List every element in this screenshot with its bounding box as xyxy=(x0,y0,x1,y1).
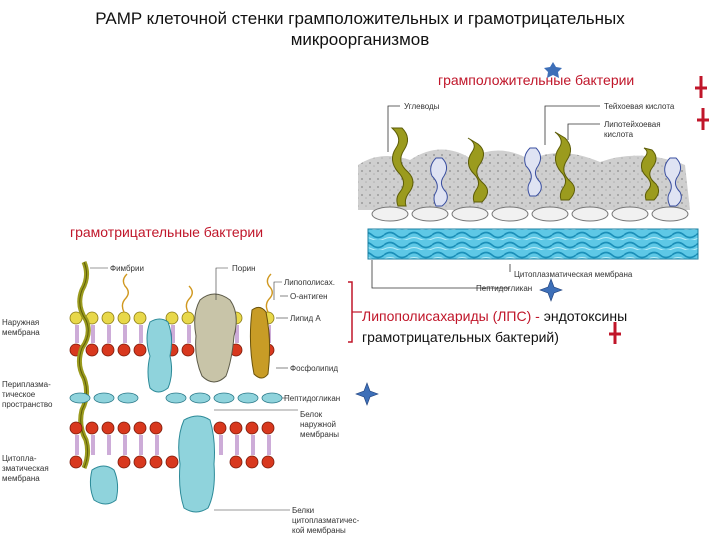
label-outer-protein-3: мембраны xyxy=(300,430,340,439)
lps-note-text-1: эндотоксины xyxy=(539,308,628,324)
teichoic-acid-1 xyxy=(430,157,448,207)
gram-positive-wall xyxy=(358,62,699,302)
label-phospholipid: Фосфолипид xyxy=(290,364,338,373)
label-cyto-proteins-2: цитоплазматичес- xyxy=(292,516,360,525)
outer-membrane-protein xyxy=(146,318,173,393)
fimbria-outline xyxy=(78,261,89,469)
label-cytoplasmic-2: зматическая xyxy=(2,464,49,473)
label-neg-peptidoglycan: Пептидогликан xyxy=(284,394,341,403)
gram-positive-label: грамположительные бактерии xyxy=(438,72,635,88)
cyto-protein-small xyxy=(89,465,119,505)
label-outer-protein-2: наружной xyxy=(300,420,337,429)
label-outer-protein-1: Белок xyxy=(300,410,323,419)
label-periplasmic-1: Периплазма- xyxy=(2,380,51,389)
red-marker-crosses xyxy=(609,76,709,344)
cyto-protein-large xyxy=(178,415,215,513)
label-leaders-pos xyxy=(371,105,600,289)
lps-chains xyxy=(121,273,273,313)
carbohydrate-chain-1 xyxy=(390,127,414,207)
small-marker-star xyxy=(544,62,562,78)
label-outer-membrane-2: мембрана xyxy=(2,328,40,337)
carbohydrate-chain-4 xyxy=(640,147,660,201)
peptidoglycan-layer xyxy=(367,228,699,260)
gram-negative-wall xyxy=(69,261,379,513)
label-o-antigen: О-антиген xyxy=(290,292,328,301)
carbohydrate-chain-2 xyxy=(467,137,488,203)
label-cyto-proteins-1: Белки xyxy=(292,506,315,515)
label-outer-membrane-1: Наружная xyxy=(2,318,40,327)
label-pos-peptidoglycan: Пептидогликан xyxy=(476,284,533,293)
lps-note-text-2: грамотрицательных бактерий) xyxy=(362,329,559,345)
title-line-1: PAMP клеточной стенки грамположительных … xyxy=(95,9,625,28)
lps-note: Липополисахариды (ЛПС) - эндотоксины гра… xyxy=(362,306,712,348)
porin xyxy=(194,293,237,383)
label-cytoplasmic-1: Цитопла- xyxy=(2,454,37,463)
teichoic-acid-3 xyxy=(664,157,682,207)
outer-membrane-tails xyxy=(75,325,271,343)
carbohydrate-chain-3 xyxy=(554,131,575,201)
label-teichoic-acid: Тейхоевая кислота xyxy=(604,102,675,111)
cyto-membrane-tails xyxy=(75,435,271,455)
lps-bracket xyxy=(348,281,353,343)
lps-anchor xyxy=(249,306,271,379)
label-periplasmic-3: пространство xyxy=(2,400,53,409)
cyto-membrane-heads-bottom xyxy=(69,455,275,469)
label-pos-cyto-membrane: Цитоплазматическая мембрана xyxy=(514,270,633,279)
outer-membrane-heads-bottom xyxy=(69,343,275,357)
label-lipoteichoic-2: кислота xyxy=(604,130,634,139)
label-porin: Порин xyxy=(232,264,256,273)
label-lipid-a: Липид А xyxy=(290,314,321,323)
label-lipoteichoic-1: Липотейхоевая xyxy=(604,120,661,129)
label-fimbriae: Фимбрии xyxy=(110,264,144,273)
title-line-2: микроорганизмов xyxy=(290,30,430,49)
page-title: PAMP клеточной стенки грамположительных … xyxy=(0,8,720,50)
lps-note-highlight: Липополисахариды (ЛПС) - xyxy=(362,308,540,324)
label-cytoplasmic-3: мембрана xyxy=(2,474,40,483)
teichoic-acids xyxy=(430,147,682,207)
peptidoglycan-marker-star xyxy=(539,278,563,302)
carbohydrate-chains xyxy=(390,127,660,207)
cyto-membrane-heads-top xyxy=(69,421,275,435)
gram-negative-label: грамотрицательные бактерии xyxy=(70,224,264,240)
periplasmic-peptidoglycan xyxy=(69,392,283,404)
label-periplasmic-2: тическое xyxy=(2,390,36,399)
label-cyto-proteins-3: кой мембраны xyxy=(292,526,346,535)
label-leaders-neg xyxy=(90,267,298,511)
label-carbohydrates: Углеводы xyxy=(404,102,440,111)
neg-peptidoglycan-marker-star xyxy=(355,382,379,406)
teichoic-acid-2 xyxy=(524,147,542,197)
outer-membrane-heads-top xyxy=(69,311,275,325)
label-lps: Липополисах. xyxy=(284,278,335,287)
membrane-lipids-row xyxy=(371,206,689,222)
